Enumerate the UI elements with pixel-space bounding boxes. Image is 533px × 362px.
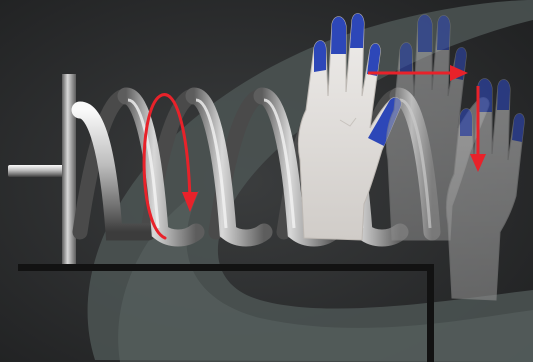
frame-base-bar — [18, 264, 434, 271]
frame-right-post — [427, 264, 434, 362]
axle-rod — [8, 165, 66, 177]
